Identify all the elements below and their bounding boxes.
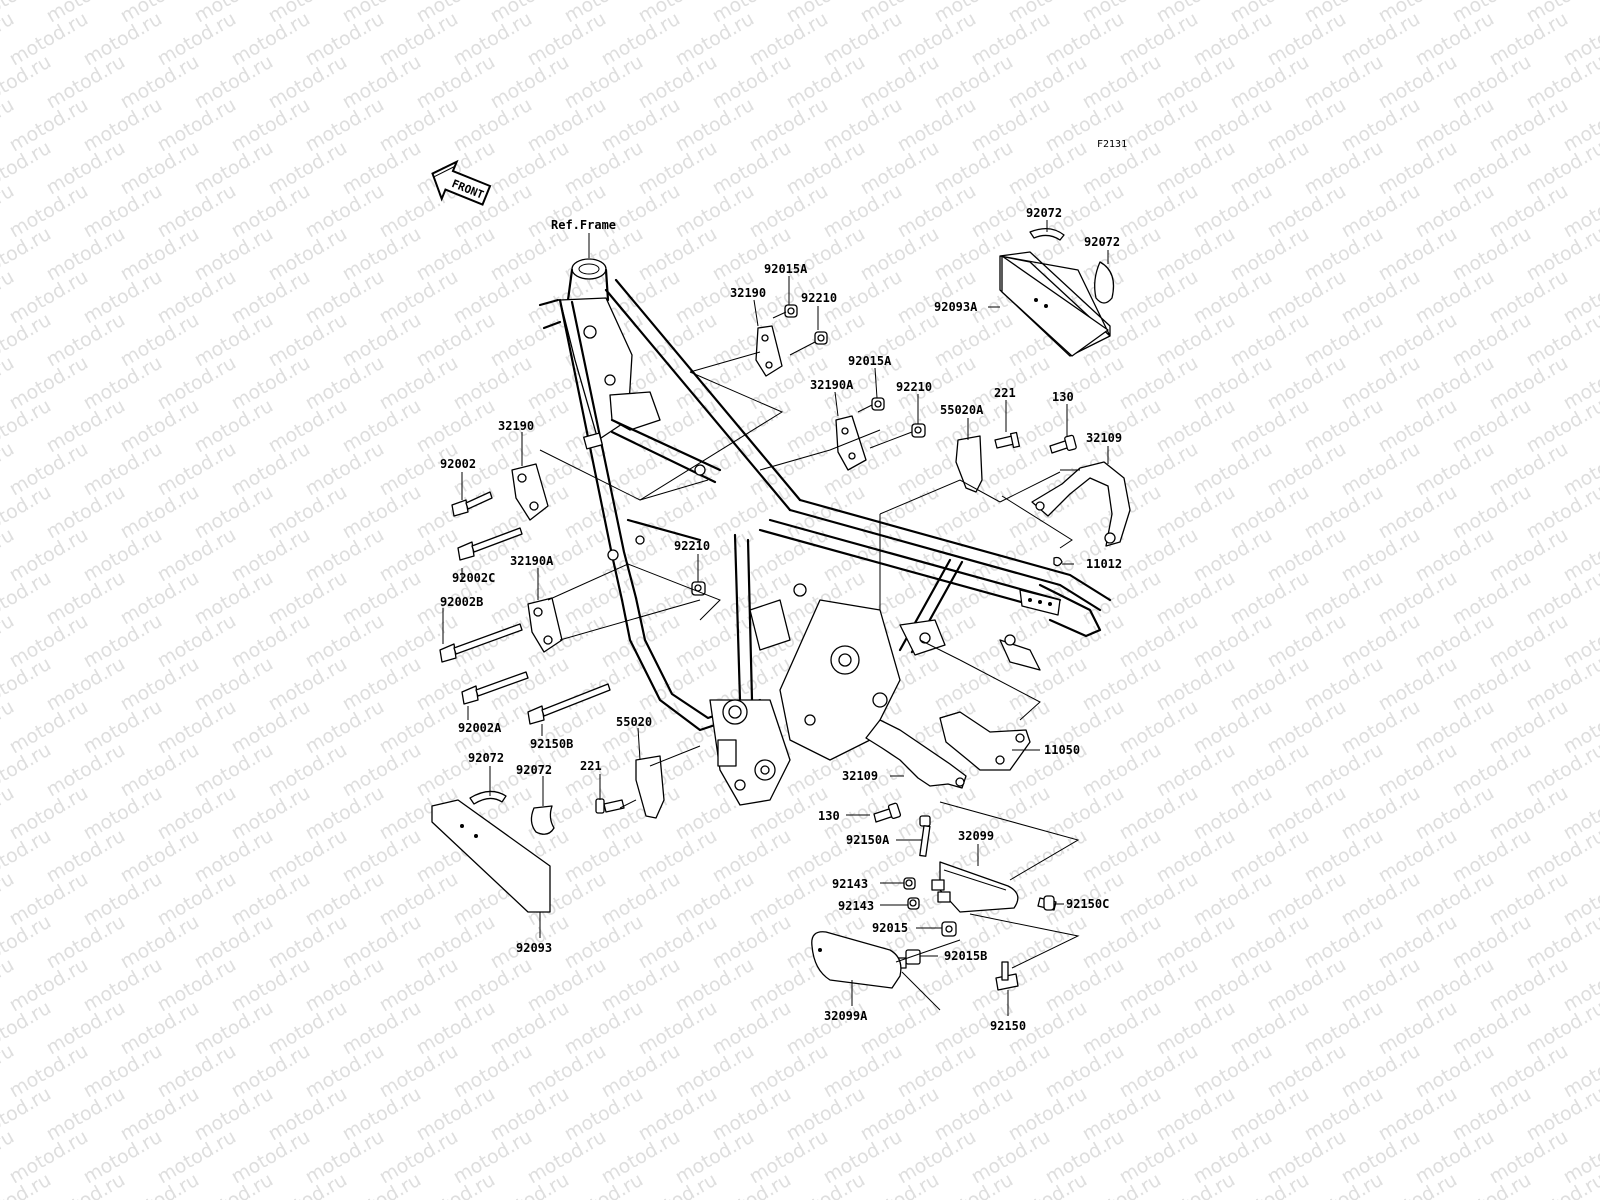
bolt-221-top <box>994 431 1021 449</box>
label-92002B: 92002B <box>440 595 483 609</box>
label-92143: 92143 <box>838 899 874 913</box>
bolt-221-low <box>595 798 625 814</box>
pin-11012 <box>1053 556 1063 567</box>
nut-92015A-1 <box>784 304 798 318</box>
label-32109: 32109 <box>842 769 878 783</box>
label-11050: 11050 <box>1044 743 1080 757</box>
label-32099: 32099 <box>958 829 994 843</box>
label-32099A: 32099A <box>824 1009 868 1023</box>
label-92150A: 92150A <box>846 833 890 847</box>
motorcycle-frame <box>538 258 1112 806</box>
ref-frame-label: Ref.Frame <box>551 218 616 232</box>
label-92072: 92072 <box>1026 206 1062 220</box>
label-221: 221 <box>994 386 1016 400</box>
label-92143: 92143 <box>832 877 868 891</box>
label-92210: 92210 <box>801 291 837 305</box>
label-92002C: 92002C <box>452 571 495 585</box>
label-32109: 32109 <box>1086 431 1122 445</box>
nut-92210-low <box>691 581 706 596</box>
nut-92210-top <box>814 331 828 345</box>
clamp-92072-b <box>1094 261 1115 304</box>
label-92002A: 92002A <box>458 721 502 735</box>
cover-32099 <box>939 861 1019 913</box>
label-130: 130 <box>818 809 840 823</box>
bolt-92002B <box>439 623 523 663</box>
bolt-92150 <box>995 961 1019 991</box>
label-leaders <box>442 220 1109 1016</box>
bracket-32190A-left <box>527 597 563 653</box>
label-11012: 11012 <box>1086 557 1122 571</box>
bolt-130-top <box>1049 434 1077 454</box>
label-32190A: 32190A <box>810 378 854 392</box>
label-55020: 55020 <box>616 715 652 729</box>
guard-32109-top <box>1031 461 1131 547</box>
nut-92015 <box>941 921 957 937</box>
label-32190A: 32190A <box>510 554 554 568</box>
label-92002: 92002 <box>440 457 476 471</box>
label-221: 221 <box>580 759 602 773</box>
bolt-92150B <box>527 683 611 725</box>
bracket-55020 <box>635 755 665 819</box>
label-92093A: 92093A <box>934 300 978 314</box>
bracket-32190-left <box>511 463 549 521</box>
cover-32099A <box>811 931 902 989</box>
bracket-55020A <box>955 435 983 493</box>
bolt-92002C <box>457 527 523 561</box>
bolt-130-low <box>873 802 902 823</box>
label-92093: 92093 <box>516 941 552 955</box>
bolt-92150A <box>919 815 931 857</box>
label-130: 130 <box>1052 390 1074 404</box>
collar-92143-1 <box>903 877 916 890</box>
part-labels: 92072 92072 92093A 92015A 32190 92210 92… <box>440 206 1122 1033</box>
clamp-92072-d <box>530 805 555 835</box>
label-92015: 92015 <box>872 921 908 935</box>
bracket-11050 <box>939 711 1031 771</box>
cover-plate-92093 <box>431 799 551 913</box>
clamp-92072-c <box>469 790 507 805</box>
label-32190: 32190 <box>730 286 766 300</box>
leader-lines <box>539 351 1080 1011</box>
bolt-92002A <box>461 671 529 705</box>
nut-92210-mid <box>911 423 926 438</box>
label-92015A: 92015A <box>848 354 892 368</box>
collar-92143-2 <box>907 897 920 910</box>
label-32190: 32190 <box>498 419 534 433</box>
label-92072: 92072 <box>516 763 552 777</box>
label-92072: 92072 <box>1084 235 1120 249</box>
label-92015B: 92015B <box>944 949 987 963</box>
label-92210: 92210 <box>896 380 932 394</box>
guard-32109-low <box>865 719 967 789</box>
label-92150C: 92150C <box>1066 897 1109 911</box>
label-92072: 92072 <box>468 751 504 765</box>
bolt-92150C <box>1037 895 1057 911</box>
label-55020A: 55020A <box>940 403 984 417</box>
label-92150: 92150 <box>990 1019 1026 1033</box>
label-92210: 92210 <box>674 539 710 553</box>
bracket-32190A-top <box>835 415 867 471</box>
clamp-92072-a <box>1029 228 1065 241</box>
front-arrow-icon: FRONT <box>431 159 492 206</box>
diagram-code: F2131 <box>1097 139 1127 150</box>
nut-92015A-2 <box>871 397 885 411</box>
label-92015A: 92015A <box>764 262 808 276</box>
label-92150B: 92150B <box>530 737 573 751</box>
bolt-92002 <box>451 491 493 517</box>
